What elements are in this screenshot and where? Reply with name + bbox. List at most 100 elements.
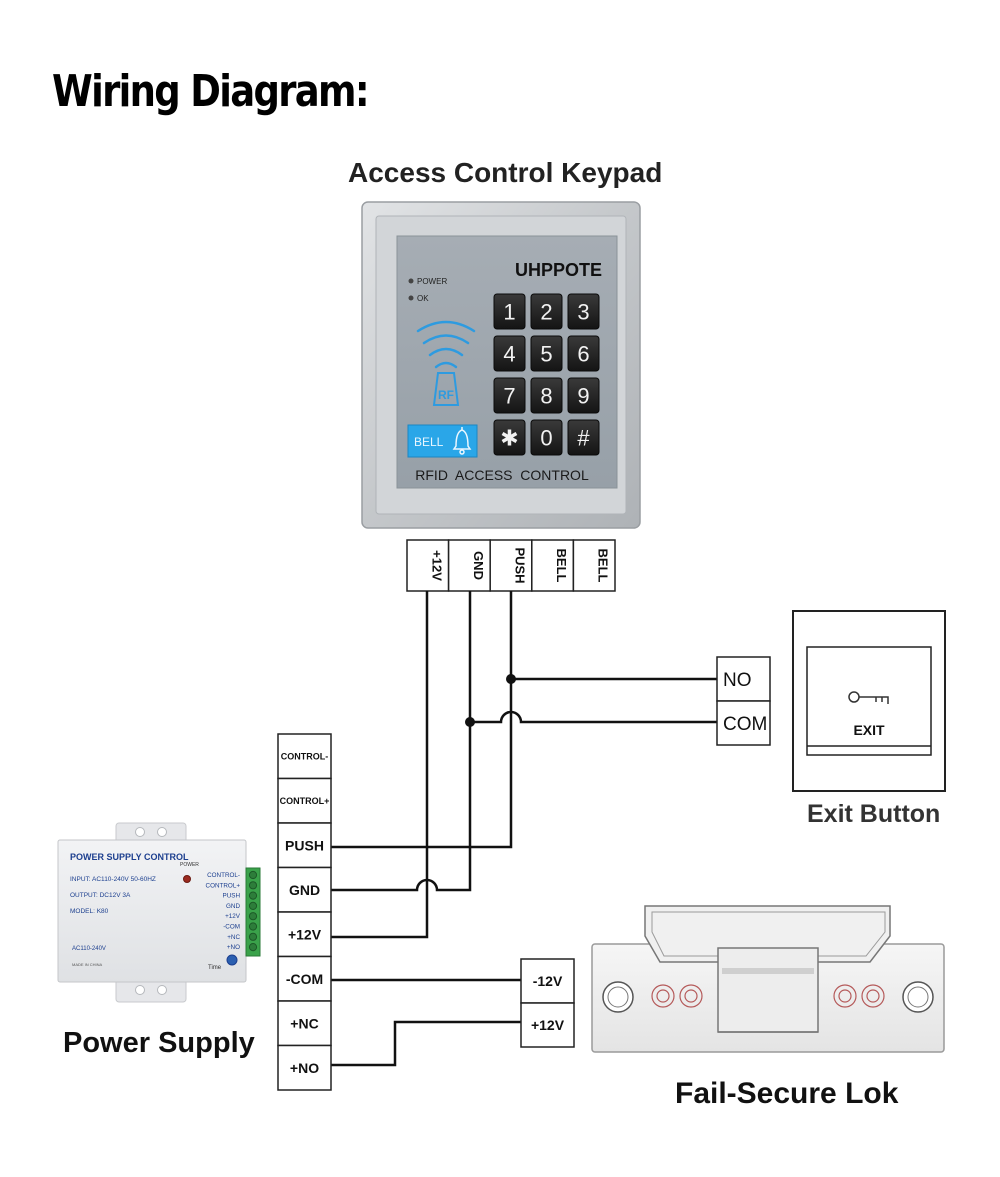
key-5[interactable]: 5 <box>530 335 563 372</box>
key-label: 7 <box>503 384 515 409</box>
key-7[interactable]: 7 <box>493 377 526 414</box>
psu-side-label: PUSH <box>223 893 241 900</box>
psu-terminal-screw-icon <box>248 912 258 921</box>
exit-label: EXIT <box>853 722 885 738</box>
lock-terminal-strip: -12V+12V <box>520 958 575 1048</box>
power-terminal-label: -COM <box>286 971 323 987</box>
key-label: 4 <box>503 342 515 367</box>
led-ok-label: OK <box>417 294 429 303</box>
power-supply-unit: POWER SUPPLY CONTROL POWER INPUT: AC110-… <box>57 822 261 1003</box>
led-power-label: POWER <box>417 277 447 286</box>
exit-terminal-label: NO <box>723 670 752 691</box>
key-label: 5 <box>540 342 552 367</box>
power-terminal-label: PUSH <box>285 837 324 853</box>
power-terminal-control: CONTROL- <box>277 733 332 780</box>
power-terminal-nc: +NC <box>277 1000 332 1047</box>
wire-push <box>331 591 513 849</box>
bell-button-label: BELL <box>414 435 444 449</box>
key-label: 3 <box>577 300 589 325</box>
keypad-terminal-label: PUSH <box>513 547 528 583</box>
psu-time-label: Time <box>208 965 222 971</box>
keypad-terminal-12v-0: +12V <box>406 539 450 592</box>
bell-button[interactable]: BELL <box>407 424 478 458</box>
page-title: Wiring Diagram: <box>52 66 370 117</box>
exit-button-caption: Exit Button <box>807 800 941 828</box>
psu-green-terminal-block <box>245 867 261 957</box>
power-terminal-12v: +12V <box>277 911 332 958</box>
psu-made-in: MADE IN CHINA <box>72 962 103 967</box>
key-1[interactable]: 1 <box>493 293 526 330</box>
psu-terminal-screws <box>248 870 258 952</box>
psu-title: POWER SUPPLY CONTROL <box>70 852 189 862</box>
psu-terminal-screw-icon <box>248 870 258 880</box>
power-terminal-label: GND <box>289 882 320 898</box>
lock-terminal-12v: +12V <box>520 1002 575 1048</box>
rf-wave-icon <box>416 320 476 369</box>
key-label: 8 <box>540 384 552 409</box>
psu-side-label: +NC <box>227 934 240 941</box>
key-star[interactable]: ✱ <box>493 419 526 456</box>
power-terminal-push: PUSH <box>277 822 332 869</box>
key-3[interactable]: 3 <box>567 293 600 330</box>
keypad-terminal-label: +12V <box>429 550 444 581</box>
fail-secure-lock <box>591 905 945 1053</box>
key-label: 6 <box>577 342 589 367</box>
junction-dot-push <box>506 674 516 684</box>
psu-terminal-screw-icon <box>248 881 258 890</box>
psu-terminal-screw-icon <box>248 932 258 941</box>
keypad-terminal-label: BELL <box>554 549 569 583</box>
power-terminal-label: +NO <box>290 1060 319 1076</box>
keypad-terminal-bell-3: BELL <box>531 539 575 592</box>
psu-side-label: CONTROL+ <box>206 882 241 889</box>
key-6[interactable]: 6 <box>567 335 600 372</box>
power-supply-caption: Power Supply <box>63 1027 255 1059</box>
key-label: ✱ <box>500 426 518 451</box>
exit-button-device[interactable]: EXIT <box>792 610 946 792</box>
keypad-terminal-label: BELL <box>596 549 611 583</box>
key-8[interactable]: 8 <box>530 377 563 414</box>
keypad-bottom-text: RFID ACCESS CONTROL <box>415 467 589 483</box>
keypad-brand: UHPPOTE <box>515 260 602 280</box>
keypad-terminal-label: GND <box>471 551 486 580</box>
wire-gnd <box>331 591 472 892</box>
ok-led-icon <box>408 295 414 301</box>
key-icon <box>848 691 889 704</box>
bell-icon <box>452 427 472 455</box>
psu-power-led-icon <box>183 875 191 883</box>
power-terminal-label: CONTROL+ <box>280 796 330 806</box>
psu-side-label: +NO <box>227 944 240 951</box>
psu-spec-output: OUTPUT: DC12V 3A <box>70 892 131 899</box>
key-2[interactable]: 2 <box>530 293 563 330</box>
key-9[interactable]: 9 <box>567 377 600 414</box>
keypad-terminal-gnd-1: GND <box>447 539 491 592</box>
power-terminal-label: CONTROL- <box>281 751 329 761</box>
key-4[interactable]: 4 <box>493 335 526 372</box>
lock-terminal-label: +12V <box>531 1017 565 1033</box>
psu-terminal-screw-icon <box>248 922 258 931</box>
key-label: # <box>577 426 590 451</box>
wire-12v <box>331 591 429 939</box>
wire-plus-no <box>331 1020 521 1067</box>
power-terminal-no: +NO <box>277 1044 332 1091</box>
psu-spec-model: MODEL: K80 <box>70 908 109 915</box>
lock-caption: Fail-Secure Lok <box>675 1077 899 1110</box>
key-label: 2 <box>540 300 552 325</box>
key-0[interactable]: 0 <box>530 419 563 456</box>
psu-side-label: -COM <box>223 924 240 931</box>
key-label: 1 <box>503 300 515 325</box>
psu-power-led-label: POWER <box>180 862 199 868</box>
psu-side-label: CONTROL- <box>207 872 240 879</box>
power-terminal-label: +12V <box>288 926 322 942</box>
psu-spec-input: INPUT: AC110-240V 50-60HZ <box>70 876 156 883</box>
power-led-icon <box>408 278 414 284</box>
key-hash[interactable]: # <box>567 419 600 456</box>
rf-label: RF <box>438 388 454 402</box>
keypad-terminal-push-2: PUSH <box>489 539 533 592</box>
keypad-caption: Access Control Keypad <box>348 157 663 188</box>
power-terminal-gnd: GND <box>277 866 332 913</box>
power-terminal-com: -COM <box>277 955 332 1002</box>
